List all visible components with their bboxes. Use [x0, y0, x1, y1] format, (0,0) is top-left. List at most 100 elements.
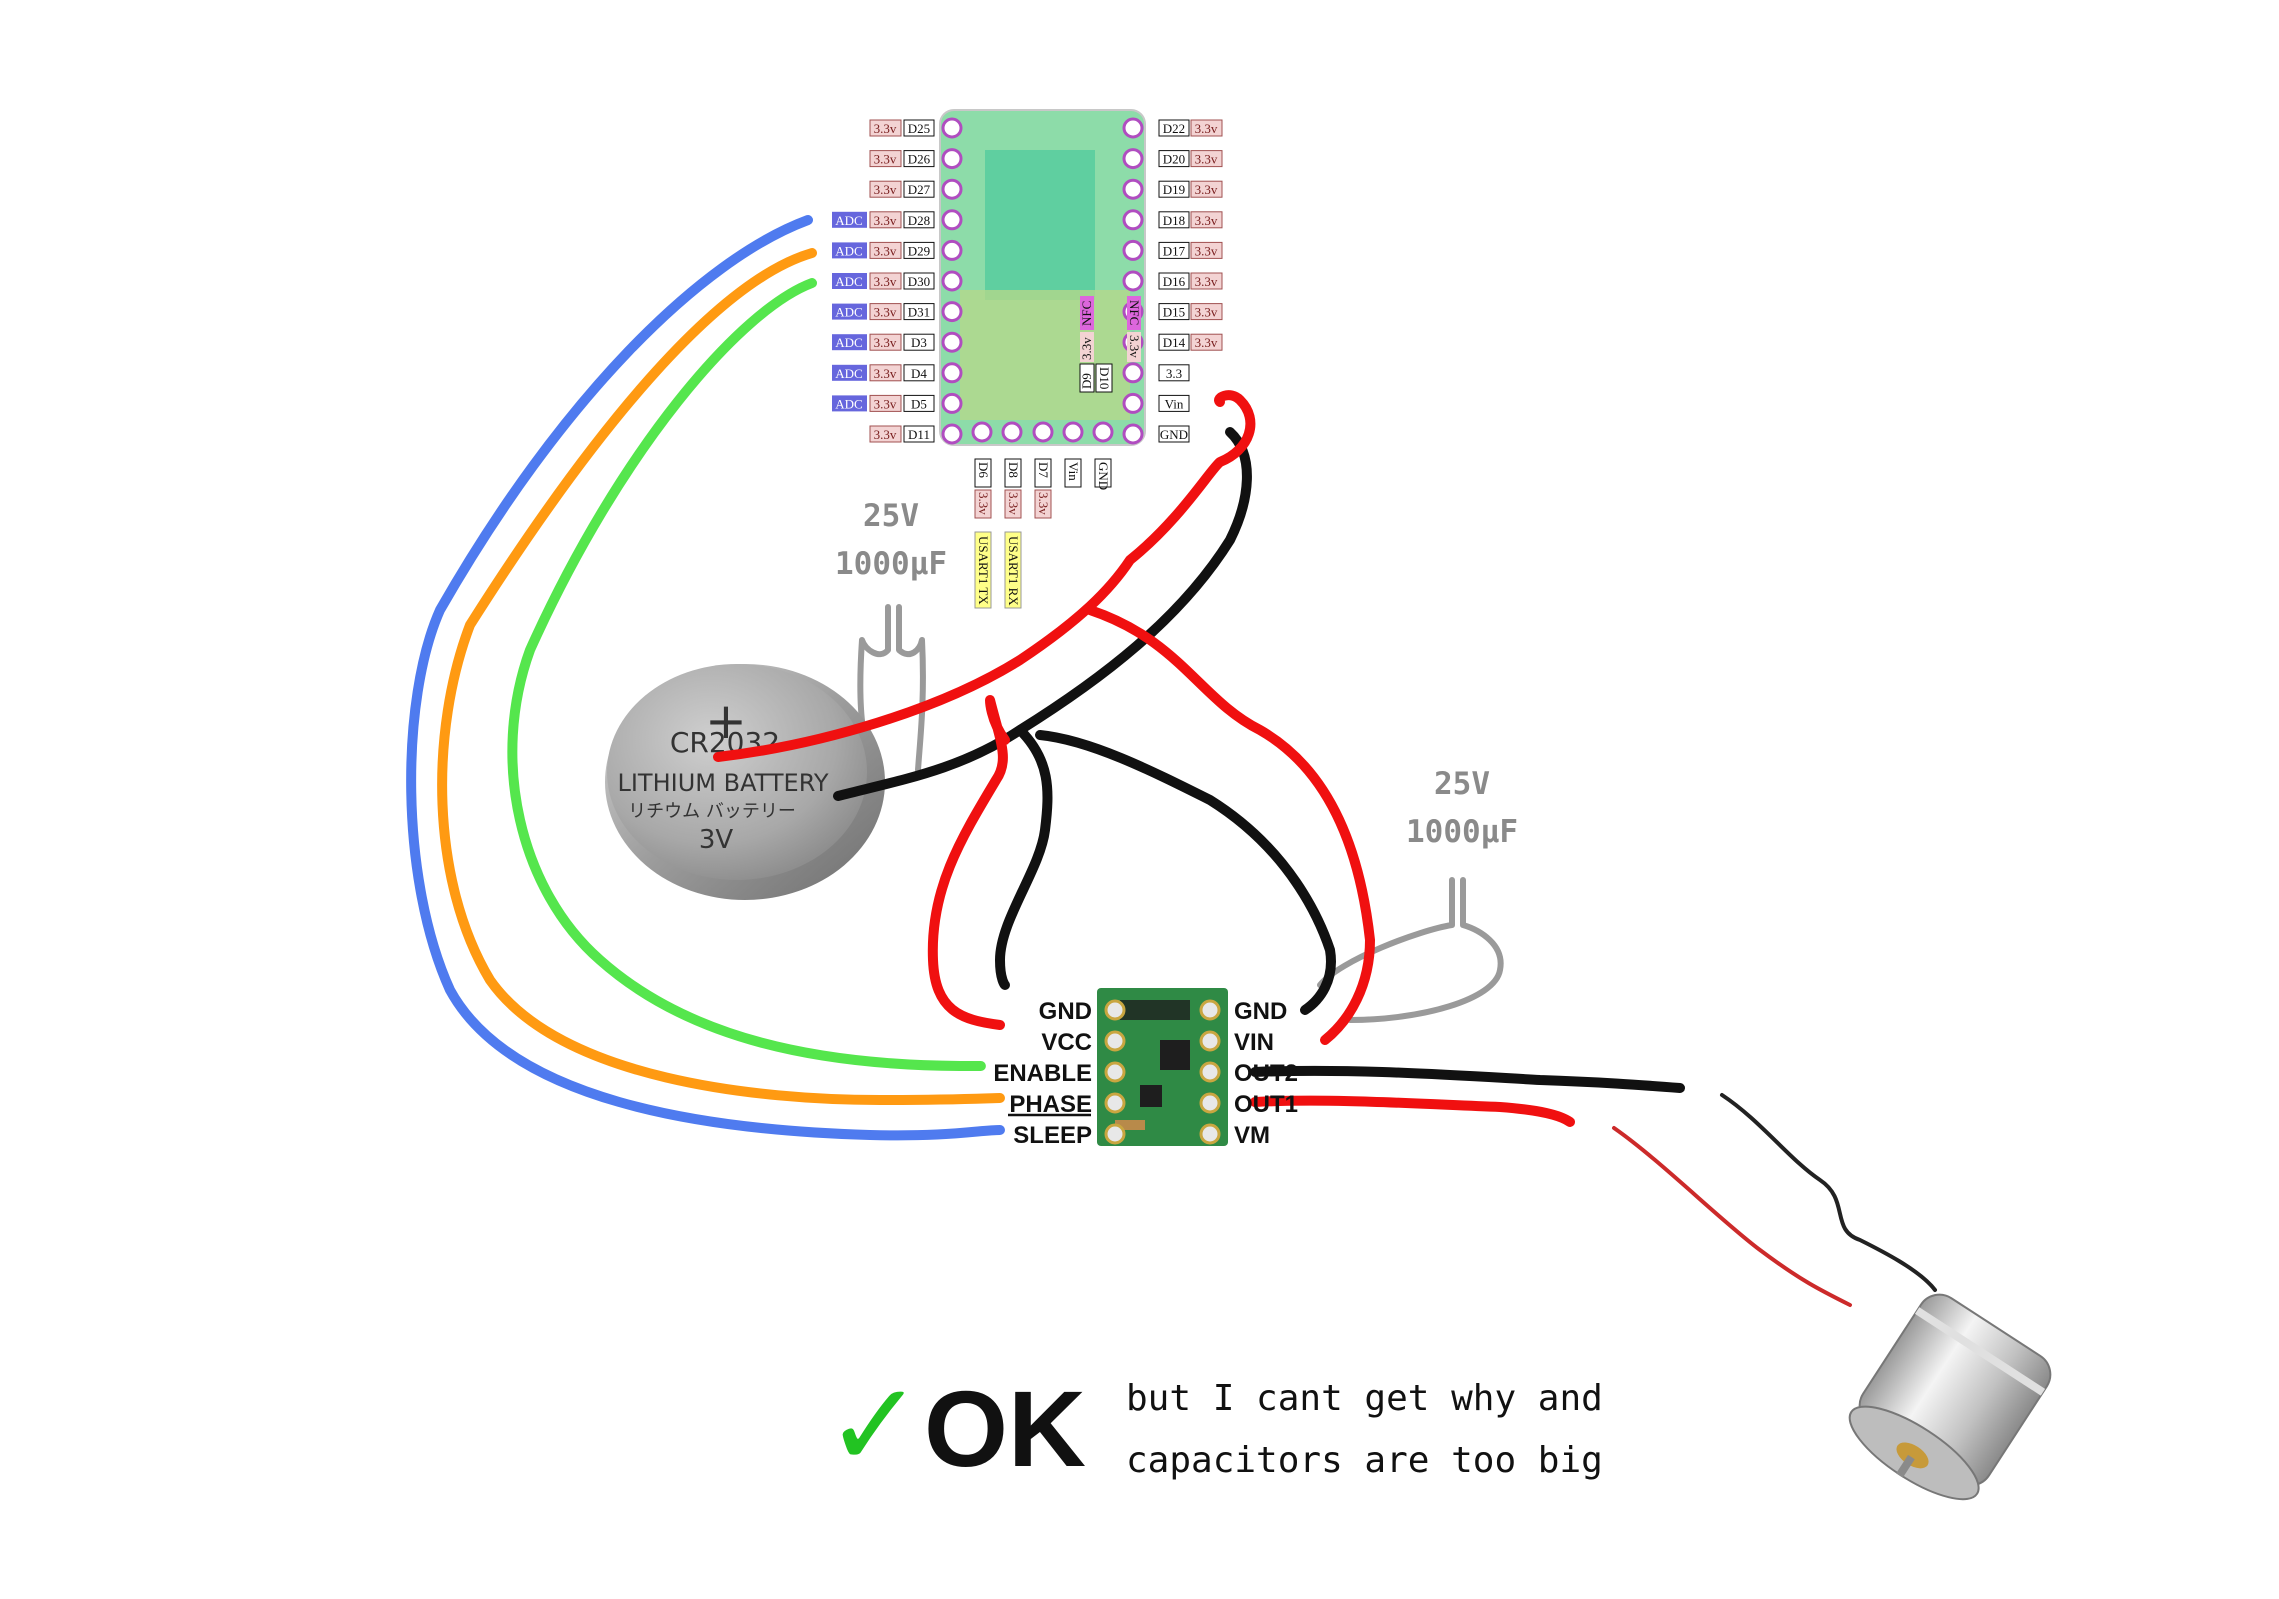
mcu-pin-name-box: [903, 303, 935, 321]
mcu-pin-volt-badge: [1190, 211, 1223, 229]
mcu-pin-hole: [1122, 117, 1144, 139]
board-label-volt-1: 3.3v: [1079, 337, 1094, 360]
driver-pin-hole: [1199, 999, 1221, 1021]
driver-pin-hole: [1104, 1030, 1126, 1052]
check-icon: ✓: [825, 1356, 924, 1494]
mcu-pin-hole: [941, 362, 963, 384]
mcu-bottom-volt-badge: [974, 489, 992, 519]
driver-pin-label: ENABLE: [993, 1060, 1092, 1087]
board-label-nfc-2: NFC: [1127, 300, 1142, 325]
mcu-pin-volt-badge: [869, 364, 902, 382]
mcu-pin-volt: 3.3v: [874, 274, 897, 289]
mcu-chip-area: [985, 150, 1095, 300]
mcu-pin-hole: [941, 392, 963, 414]
mcu-pin-name: D20: [1163, 152, 1185, 167]
mcu-pin-volt: 3.3v: [1195, 335, 1218, 350]
mcu-bottom-pin-name: D6: [976, 462, 991, 478]
mcu-pin-name-box: [903, 211, 935, 229]
mcu-pin-name-box: [1158, 119, 1190, 137]
mcu-trace-area: [960, 290, 1130, 420]
mcu-pin-name-box: [903, 119, 935, 137]
mcu-pin-volt-badge: [869, 241, 902, 259]
driver-pin-label: GND: [1039, 998, 1092, 1025]
mcu-pin-adc: ADC: [835, 274, 862, 289]
wire-black-battery: [833, 427, 1252, 801]
mcu-pin-volt: 3.3v: [874, 152, 897, 167]
mcu-pin-adc-badge: [832, 211, 867, 228]
mcu-pin-volt-badge: [869, 180, 902, 198]
driver-pin-label: OUT2: [1234, 1060, 1298, 1087]
mcu-pin-volt: 3.3v: [874, 243, 897, 258]
board-label-d10: D10: [1097, 367, 1112, 389]
mcu-bottom-pin-name: GND: [1096, 462, 1111, 490]
status-note-line1: but I cant get why and: [1126, 1378, 1603, 1419]
wire-black-out2: [1250, 1065, 1685, 1093]
mcu-pin-volt-badge: [1190, 180, 1223, 198]
mcu-pin-name: D5: [911, 396, 927, 411]
mcu-pin-hole: [941, 117, 963, 139]
driver-pin-label: OUT1: [1234, 1091, 1298, 1118]
mcu-pin-hole: [941, 270, 963, 292]
mcu-pin-adc-badge: [832, 395, 867, 412]
mcu-pin-volt-badge: [1190, 119, 1223, 137]
driver-pin-label: SLEEP: [1013, 1122, 1092, 1149]
mcu-pin-volt: 3.3v: [1195, 182, 1218, 197]
mcu-pin-volt: 3.3v: [1195, 274, 1218, 289]
status-ok: OK: [924, 1368, 1086, 1489]
mcu-pin-adc-badge: [832, 334, 867, 351]
mcu-pin-adc: ADC: [835, 396, 862, 411]
mcu-pin-name: D26: [908, 152, 931, 167]
driver-pin-label: VM: [1234, 1122, 1270, 1149]
mcu-bottom-pin-func: USART1 TX: [976, 536, 991, 605]
mcu-pin-name: D22: [1163, 121, 1185, 136]
mcu-pin-volt: 3.3v: [874, 335, 897, 350]
mcu-pin-name-box: [1158, 211, 1190, 229]
mcu-pin-name-box: [903, 364, 935, 382]
mcu-pin-volt: 3.3v: [874, 427, 897, 442]
mcu-board-labels: NFC NFC 3.3v 3.3v D9 D10: [1079, 296, 1142, 393]
mcu-pin-volt: 3.3v: [1195, 213, 1218, 228]
mcu-pin-name: D4: [911, 366, 927, 381]
mcu-pin-name-box: [903, 272, 935, 290]
mcu-pin-name: D31: [908, 305, 930, 320]
mcu-pin-volt-badge: [1190, 303, 1223, 321]
dc-motor: [1612, 1093, 2052, 1501]
mcu-pin-name-box: [1158, 241, 1190, 259]
battery-line2: リチウム バッテリー: [628, 801, 796, 822]
battery-line1: LITHIUM BATTERY: [617, 769, 828, 797]
wire-orange-phase: [437, 248, 1005, 1105]
mcu-pin-hole: [941, 301, 963, 323]
mcu-pin-adc: ADC: [835, 366, 862, 381]
driver-pin-hole: [1199, 1061, 1221, 1083]
mcu-pin-volt: 3.3v: [874, 305, 897, 320]
motor-lead-black: [1720, 1093, 1937, 1292]
mcu-pin-adc: ADC: [835, 305, 862, 320]
mcu-pin-name-box: [903, 333, 935, 351]
mcu-pin-name-box: [903, 241, 935, 259]
coin-cell-battery: + CR2032 LITHIUM BATTERY リチウム バッテリー 3V: [605, 664, 885, 900]
mcu-pin-name: D28: [908, 213, 930, 228]
mcu-pin-hole: [1122, 239, 1144, 261]
mcu-pin-name-box: [903, 180, 935, 198]
wire-red-driver-vin: [1085, 605, 1375, 1045]
mcu-pin-hole: [1122, 423, 1144, 445]
mcu-pin-volt-badge: [869, 303, 902, 321]
mcu-pin-volt-badge: [869, 150, 902, 168]
mcu-pin-volt-badge: [1190, 272, 1223, 290]
mcu-pin-volt: 3.3v: [874, 366, 897, 381]
mcu-bottom-pin-name: D8: [1006, 462, 1021, 478]
mcu-pin-name: Vin: [1165, 396, 1184, 411]
driver-pin-hole: [1104, 1123, 1126, 1145]
driver-pin-hole: [1199, 1030, 1221, 1052]
capacitor-2: 25V 1000µF: [1317, 766, 1518, 1023]
mcu-pin-name: D18: [1163, 213, 1185, 228]
mcu-pin-adc-badge: [832, 303, 867, 320]
mcu-pin-hole: [941, 209, 963, 231]
mcu-pin-volt: 3.3v: [874, 213, 897, 228]
mcu-pin-hole: [1122, 209, 1144, 231]
battery-voltage: 3V: [699, 825, 734, 855]
mcu-pin-name: D27: [908, 182, 931, 197]
mcu-pin-name-box: [903, 425, 935, 443]
